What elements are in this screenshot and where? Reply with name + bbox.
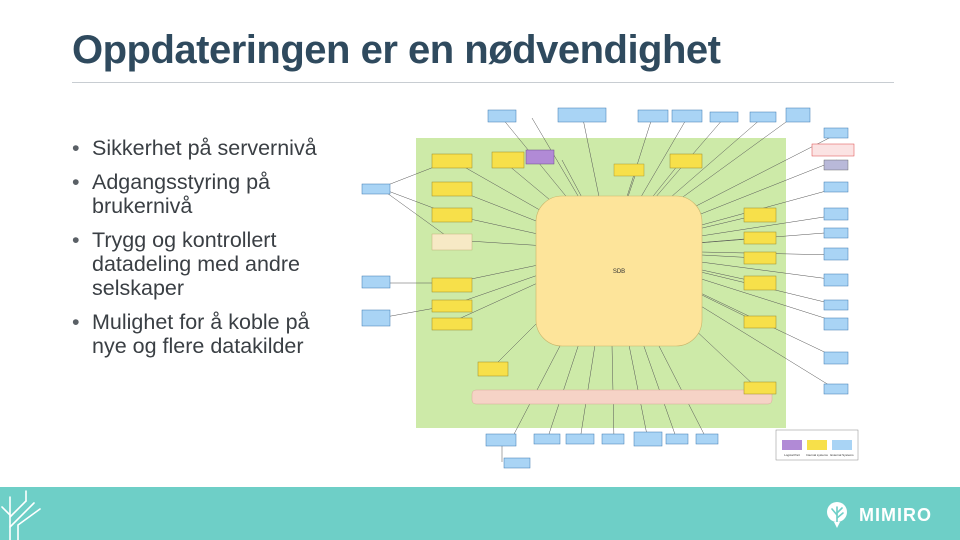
internal-system-node [743, 315, 777, 329]
external-system-node [361, 183, 391, 195]
internal-system-node [431, 207, 473, 223]
external-system-node [823, 299, 849, 311]
internal-system-node [491, 151, 525, 169]
tree-decoration-icon [1, 490, 41, 540]
external-system-node [485, 433, 517, 447]
external-system-node [533, 433, 561, 445]
internal-system-node [743, 207, 777, 223]
legend-label-internal: Internal systems [806, 453, 828, 457]
external-system-node [823, 207, 849, 221]
mimiro-logo: MIMIRO [823, 501, 932, 529]
internal-system-node [431, 277, 473, 293]
external-system-node [823, 383, 849, 395]
grey-node [823, 159, 849, 171]
legend-label-logical: Logical Part [784, 453, 800, 457]
internal-system-node [743, 275, 777, 291]
ftp-node [431, 233, 473, 251]
external-system-node [823, 127, 849, 139]
sdb-label: SDB [613, 269, 625, 275]
external-system-node [633, 431, 663, 447]
legend-internal [807, 440, 827, 450]
external-system-node [665, 433, 689, 445]
external-system-node [749, 111, 777, 123]
external-system-node [785, 107, 811, 123]
external-system-node [601, 433, 625, 445]
sdb-node [535, 195, 703, 347]
external-system-node [361, 275, 391, 289]
architecture-diagram: SDB [361, 107, 859, 469]
external-system-node [709, 111, 739, 123]
external-system-node [637, 109, 669, 123]
title-rule [72, 82, 894, 83]
external-system-node [823, 273, 849, 287]
internal-system-node [477, 361, 509, 377]
legend-external [832, 440, 852, 450]
external-system-node [361, 309, 391, 327]
external-nodes [361, 107, 849, 469]
external-system-node [823, 351, 849, 365]
mimiro-tree-icon [827, 502, 847, 528]
pink-band [471, 389, 773, 405]
internal-system-node [743, 381, 777, 395]
external-system-node [823, 247, 849, 261]
external-system-node [487, 109, 517, 123]
bullet-item: Sikkerhet på servernivå [72, 136, 322, 160]
external-system-node [565, 433, 595, 445]
internal-system-node [431, 317, 473, 331]
internal-system-node [431, 181, 473, 197]
external-system-node [823, 227, 849, 239]
bullet-item: Mulighet for å koble på nye og flere dat… [72, 310, 322, 358]
purple-node [525, 149, 555, 165]
internal-system-node [743, 251, 777, 265]
external-system-node [823, 317, 849, 331]
logo-text: MIMIRO [859, 504, 932, 525]
diagram-legend: Logical Part Internal systems External S… [775, 429, 859, 461]
legend-logical [782, 440, 802, 450]
external-system-node [823, 181, 849, 193]
external-system-node [695, 433, 719, 445]
internal-system-node [431, 299, 473, 313]
internal-nodes [431, 151, 777, 395]
internal-system-node [669, 153, 703, 169]
external-system-node [671, 109, 703, 123]
internal-system-node [743, 231, 777, 245]
bullet-list: Sikkerhet på servernivå Adgangsstyring p… [72, 136, 322, 368]
red-node [811, 143, 855, 157]
legend-label-external: External Systems [830, 453, 854, 457]
bullet-item: Adgangsstyring på brukernivå [72, 170, 322, 218]
slide-title: Oppdateringen er en nødvendighet [72, 28, 721, 72]
external-system-node [557, 107, 607, 123]
bullet-item: Trygg og kontrollert datadeling med andr… [72, 228, 322, 300]
webservice-node [613, 163, 645, 177]
external-system-node [503, 457, 531, 469]
footer-bar: MIMIRO [0, 487, 960, 540]
internal-system-node [431, 153, 473, 169]
